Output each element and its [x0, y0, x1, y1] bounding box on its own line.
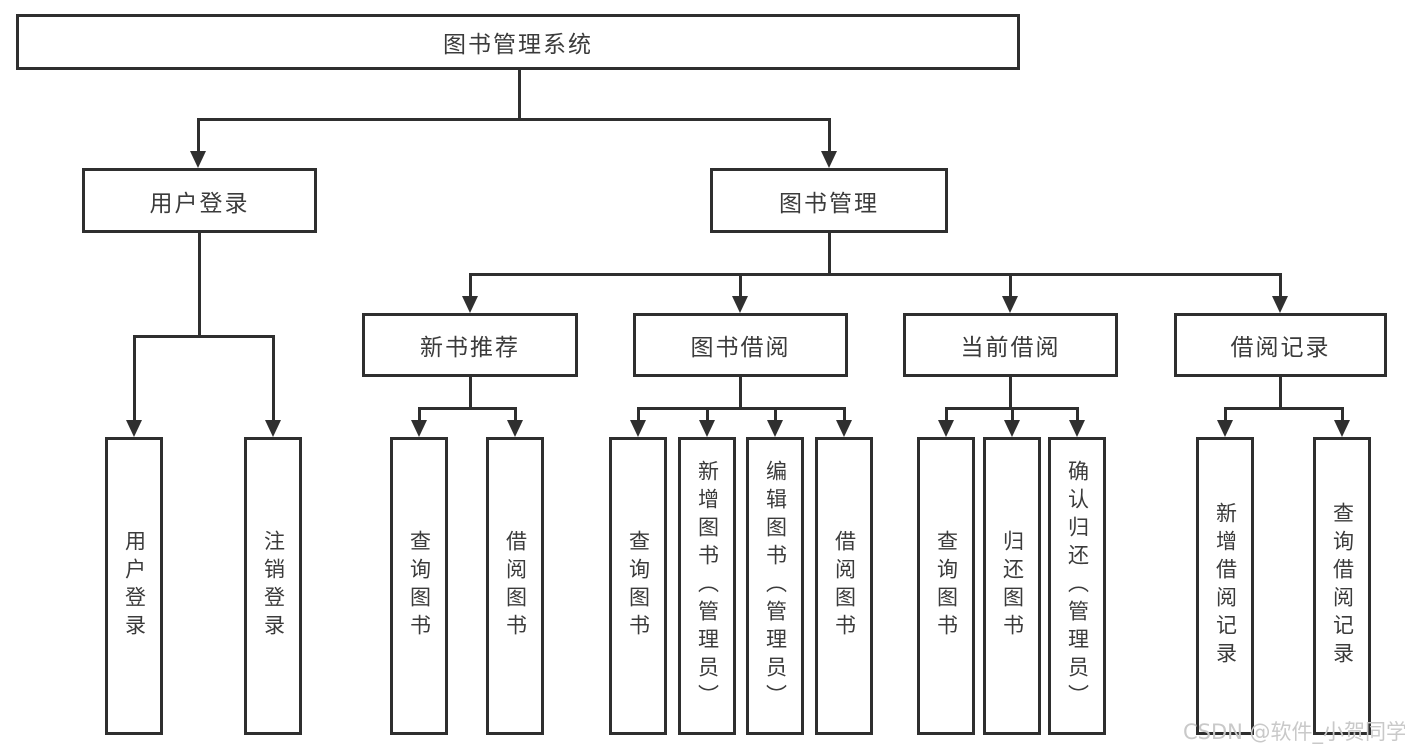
node-label: 新书推荐	[420, 335, 520, 361]
arrowhead	[732, 296, 748, 313]
leaf-logout-login: 注销登录	[244, 437, 302, 735]
connector-line	[828, 118, 831, 152]
leaf-query-books-borrow: 查询图书	[609, 437, 667, 735]
connector-line	[637, 407, 846, 410]
node-book-borrow: 图书借阅	[633, 313, 848, 377]
node-label: 图书借阅	[690, 335, 791, 361]
node-borrow-records: 借阅记录	[1174, 313, 1387, 377]
connector-line	[469, 273, 472, 296]
connector-line	[706, 407, 709, 420]
arrowhead	[1002, 296, 1018, 313]
arrowhead	[1069, 420, 1085, 437]
arrowhead	[126, 420, 142, 437]
leaf-query-books-current: 查询图书	[917, 437, 975, 735]
connector-line	[1224, 407, 1227, 420]
connector-line	[1011, 407, 1014, 420]
connector-line	[272, 335, 275, 420]
connector-line	[843, 407, 846, 420]
node-label: 借阅记录	[1230, 335, 1331, 361]
arrowhead	[1004, 420, 1020, 437]
connector-line	[1279, 273, 1282, 296]
connector-line	[518, 70, 521, 118]
node-label: 借阅图书	[503, 530, 528, 642]
arrowhead	[699, 420, 715, 437]
arrowhead	[462, 296, 478, 313]
node-library-management-system: 图书管理系统	[16, 14, 1020, 70]
node-user-login: 用户登录	[82, 168, 317, 233]
arrowhead	[265, 420, 281, 437]
node-label: 当前借阅	[960, 335, 1061, 361]
arrowhead	[1334, 420, 1350, 437]
connector-line	[945, 407, 948, 420]
connector-line	[1009, 377, 1012, 407]
connector-line	[469, 273, 1282, 276]
connector-line	[133, 335, 275, 338]
connector-line	[1341, 407, 1344, 420]
connector-line	[198, 233, 201, 335]
node-label: 新增图书（管理员）	[695, 460, 720, 712]
arrowhead	[190, 151, 206, 168]
arrowhead	[411, 420, 427, 437]
arrowhead	[767, 420, 783, 437]
leaf-add-books-admin: 新增图书（管理员）	[678, 437, 736, 735]
node-label: 注销登录	[261, 530, 286, 642]
connector-line	[514, 407, 517, 420]
node-label: 确认归还（管理员）	[1065, 460, 1090, 712]
arrowhead	[938, 420, 954, 437]
connector-line	[739, 273, 742, 296]
node-label: 归还图书	[1000, 530, 1025, 642]
connector-line	[197, 118, 831, 121]
leaf-borrow-books: 借阅图书	[815, 437, 873, 735]
connector-line	[828, 233, 831, 273]
csdn-watermark: CSDN @软件_小贺同学	[1183, 720, 1405, 744]
arrowhead	[821, 151, 837, 168]
connector-line	[637, 407, 640, 420]
node-label: 查询图书	[626, 530, 651, 642]
connector-line	[133, 335, 136, 420]
connector-line	[1009, 273, 1012, 296]
leaf-add-borrow-record: 新增借阅记录	[1196, 437, 1254, 735]
connector-line	[469, 377, 472, 407]
node-current-borrow: 当前借阅	[903, 313, 1118, 377]
node-label: 新增借阅记录	[1213, 502, 1238, 670]
node-label: 图书管理系统	[443, 32, 593, 58]
node-label: 查询借阅记录	[1330, 502, 1355, 670]
leaf-return-books: 归还图书	[983, 437, 1041, 735]
connector-line	[1076, 407, 1079, 420]
leaf-user-login: 用户登录	[105, 437, 163, 735]
connector-line	[418, 407, 517, 410]
leaf-edit-books-admin: 编辑图书（管理员）	[746, 437, 804, 735]
leaf-borrow-books-recommend: 借阅图书	[486, 437, 544, 735]
node-new-book-recommend: 新书推荐	[362, 313, 578, 377]
leaf-query-borrow-record: 查询借阅记录	[1313, 437, 1371, 735]
node-label: 查询图书	[407, 530, 432, 642]
node-label: 图书管理	[779, 190, 879, 217]
node-label: 查询图书	[934, 530, 959, 642]
leaf-query-books-recommend: 查询图书	[390, 437, 448, 735]
arrowhead	[507, 420, 523, 437]
leaf-confirm-return-admin: 确认归还（管理员）	[1048, 437, 1106, 735]
connector-line	[1279, 377, 1282, 407]
node-book-management: 图书管理	[710, 168, 948, 233]
connector-line	[774, 407, 777, 420]
arrowhead	[836, 420, 852, 437]
connector-line	[1224, 407, 1344, 410]
node-label: 借阅图书	[832, 530, 857, 642]
arrowhead	[630, 420, 646, 437]
node-label: 用户登录	[149, 190, 250, 217]
node-label: 编辑图书（管理员）	[763, 460, 788, 712]
connector-line	[197, 118, 200, 152]
node-label: 用户登录	[122, 530, 147, 642]
connector-line	[739, 377, 742, 407]
arrowhead	[1217, 420, 1233, 437]
connector-line	[418, 407, 421, 420]
arrowhead	[1272, 296, 1288, 313]
